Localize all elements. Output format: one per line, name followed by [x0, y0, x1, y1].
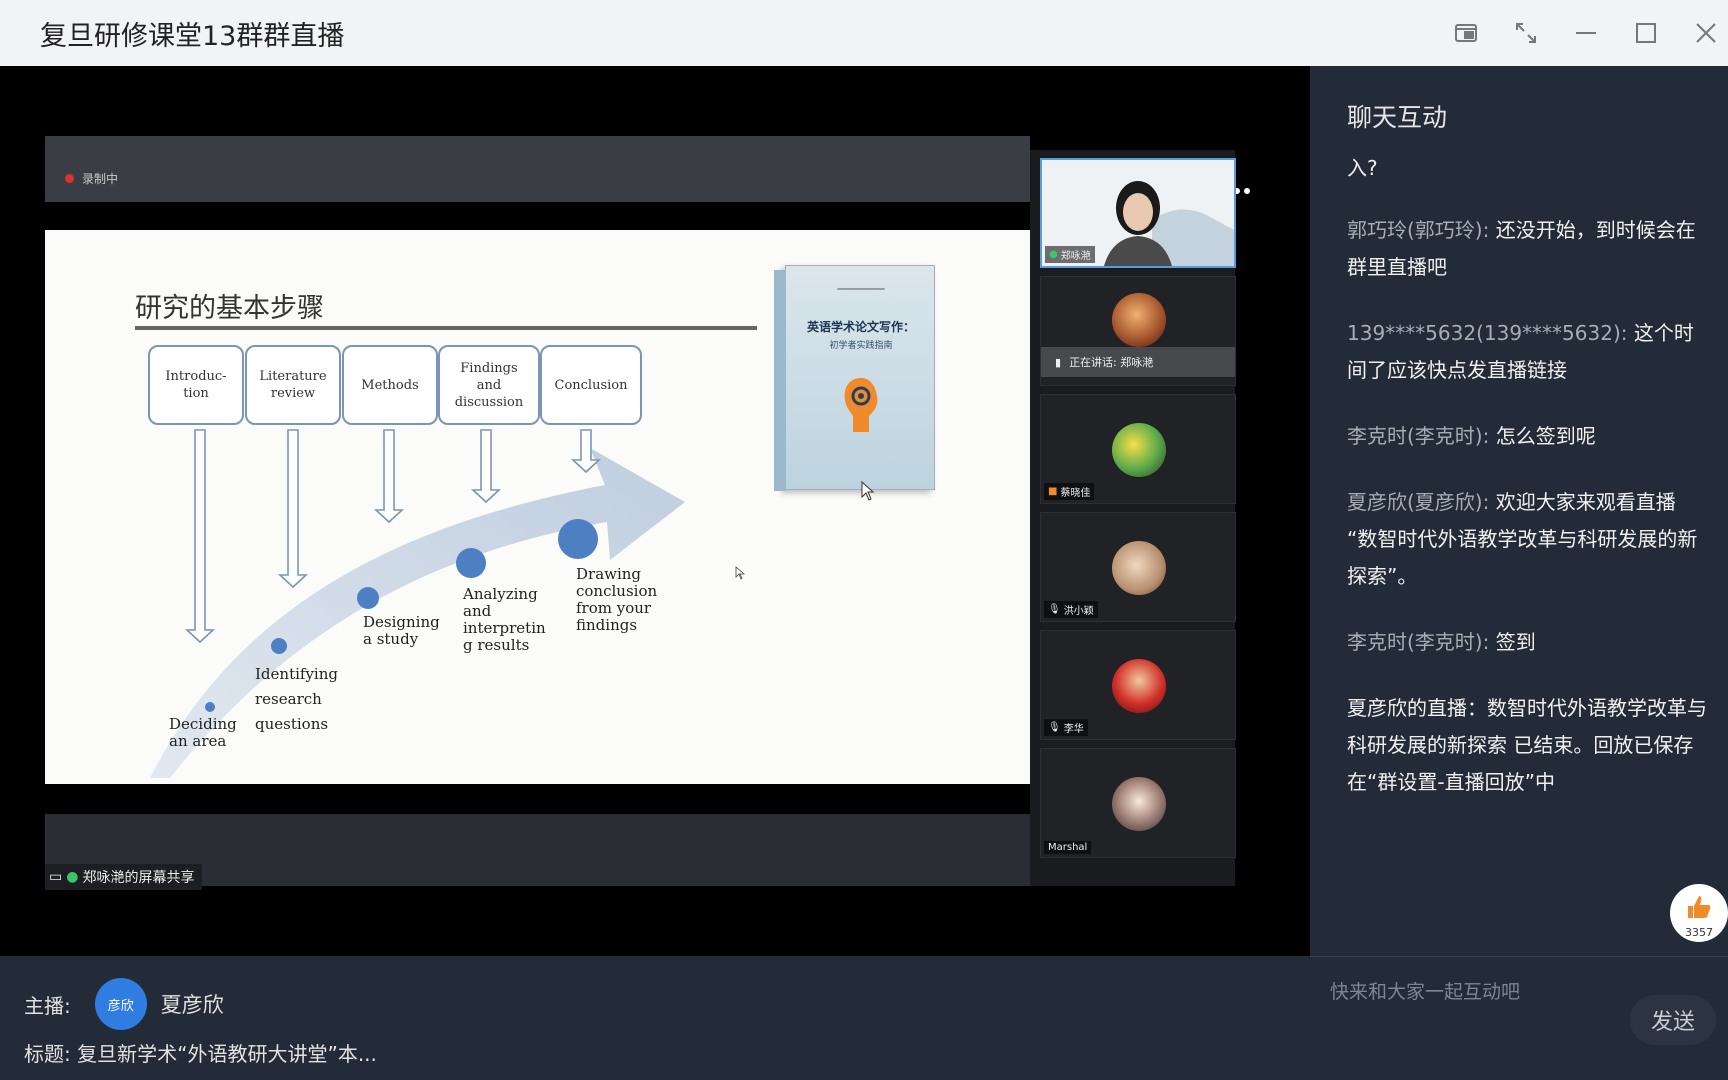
participant-tile[interactable]: Marshal: [1040, 748, 1236, 858]
mic-on-icon: ●: [1049, 249, 1058, 260]
participant-tile[interactable]: ●郑咏滟: [1040, 158, 1236, 268]
system-message: 夏彦欣的直播：数智时代外语教学改革与科研发展的新探索 已结束。回放已保存在“群设…: [1347, 696, 1707, 794]
window-title: 复旦研修课堂13群群直播: [40, 20, 345, 52]
maximize-icon[interactable]: [1616, 0, 1676, 66]
chat-message: 郭巧玲(郭巧玲): 还没开始，到时候会在群里直播吧: [1347, 218, 1696, 279]
broadcast-info: 主播: 彦欣 夏彦欣 标题: 复旦新学术“外语教研大讲堂”本...: [0, 956, 1310, 1080]
participant-name: ■蔡晓佳: [1044, 483, 1095, 500]
share-top-bar: 录制中: [45, 136, 1030, 202]
avatar: [1112, 777, 1166, 831]
chat-message: 入?: [1347, 156, 1378, 180]
participant-name: 🎙李华: [1044, 719, 1088, 736]
avatar: [1112, 423, 1166, 477]
small-cursor-icon: [735, 566, 745, 580]
step-label-designing: Designing a study: [363, 613, 440, 648]
recording-indicator: 录制中: [65, 170, 118, 187]
send-button[interactable]: 发送: [1630, 995, 1716, 1045]
mouse-cursor-icon: [861, 481, 875, 501]
step-dot-1: [205, 702, 215, 712]
title-bar: 复旦研修课堂13群群直播: [0, 0, 1728, 66]
step-arrow-3: [373, 429, 405, 524]
participant-tile[interactable]: ▮正在讲话: 郑咏滟: [1040, 276, 1236, 386]
step-dot-3: [357, 587, 379, 609]
window-controls: [1436, 0, 1728, 66]
avatar: [1112, 659, 1166, 713]
step-arrow-5: [570, 429, 602, 474]
user-icon: ■: [1048, 486, 1058, 497]
step-box-literature-review: Literature review: [245, 345, 341, 425]
avatar: [1112, 541, 1166, 595]
step-label-drawing: Drawing conclusion from your findings: [576, 565, 658, 634]
avatar: [1112, 293, 1166, 347]
book-cover: ━━━━━━━━━━━━━ 英语学术论文写作： 初学者实践指南: [774, 265, 935, 491]
step-dot-4: [456, 548, 486, 578]
thumbs-up-icon: [1688, 896, 1711, 918]
step-arrow-1: [184, 429, 216, 644]
screen-share: 录制中 研究的基本步骤: [45, 136, 1030, 890]
book-head-icon: [844, 378, 878, 432]
step-dot-5: [558, 519, 598, 559]
fullscreen-icon[interactable]: [1496, 0, 1556, 66]
close-icon[interactable]: [1676, 0, 1728, 66]
step-arrow-2: [277, 429, 309, 589]
chat-message-list[interactable]: 入? 郭巧玲(郭巧玲): 还没开始，到时候会在群里直播吧 139****5632…: [1347, 150, 1707, 830]
pip-icon[interactable]: [1436, 0, 1496, 66]
recording-dot-icon: [65, 174, 74, 183]
progress-sweep-arrow: [150, 448, 685, 778]
step-label-identifying: Identifying research questions: [255, 665, 338, 733]
chat-message: 夏彦欣(夏彦欣): 欢迎大家来观看直播 “数智时代外语教学改革与科研发展的新探索…: [1347, 490, 1698, 588]
chat-input-area: 发送: [1310, 956, 1728, 1080]
book-subtitle: 初学者实践指南: [829, 341, 893, 351]
step-label-analyzing: Analyzing and interpretin g results: [463, 585, 546, 654]
chat-message: 李克时(李克时): 签到: [1347, 630, 1536, 654]
participant-tile[interactable]: ■蔡晓佳: [1040, 394, 1236, 504]
participant-name: 🎙洪小颖: [1044, 601, 1098, 618]
book-title: 英语学术论文写作：: [806, 320, 915, 334]
recording-label: 录制中: [82, 172, 119, 186]
step-box-findings: Findings and discussion: [438, 345, 540, 425]
screen-icon: ▭: [49, 869, 63, 885]
step-arrow-4: [470, 429, 502, 504]
slide-title: 研究的基本步骤: [135, 293, 324, 324]
step-box-conclusion: Conclusion: [540, 345, 642, 425]
participant-name: Marshal: [1044, 841, 1092, 854]
mic-icon: ▮: [1055, 355, 1062, 369]
host-row: 主播: 彦欣 夏彦欣: [24, 978, 224, 1030]
like-button[interactable]: 3357: [1670, 884, 1728, 942]
step-dot-2: [271, 638, 287, 654]
broadcast-title: 标题: 复旦新学术“外语教研大讲堂”本...: [24, 1042, 377, 1066]
like-count: 3357: [1685, 926, 1713, 939]
chat-input[interactable]: [1330, 975, 1610, 1009]
participant-strip: ●郑咏滟 ▮正在讲话: 郑咏滟 ■蔡晓佳 🎙洪小颖 🎙李华 Marshal: [1030, 150, 1236, 886]
step-box-introduction: Introduc- tion: [148, 345, 244, 425]
chat-message: 139****5632(139****5632): 这个时间了应该快点发直播链接: [1347, 321, 1694, 382]
chat-header: 聊天互动: [1347, 103, 1448, 132]
host-label: 主播:: [24, 993, 71, 1018]
research-flow-diagram: [150, 429, 685, 778]
host-name: 夏彦欣: [160, 993, 224, 1017]
chat-panel: 聊天互动 入? 郭巧玲(郭巧玲): 还没开始，到时候会在群里直播吧 139***…: [1310, 66, 1728, 956]
step-box-methods: Methods: [342, 345, 438, 425]
presentation-slide: 研究的基本步骤: [45, 230, 1030, 784]
video-stage: 录制中 研究的基本步骤: [0, 66, 1310, 956]
chat-message: 李克时(李克时): 怎么签到呢: [1347, 424, 1596, 448]
participant-tile[interactable]: 🎙李华: [1040, 630, 1236, 740]
mic-off-icon: 🎙: [1048, 604, 1061, 615]
participant-name: ●郑咏滟: [1045, 246, 1095, 263]
slide-title-rule: [135, 326, 757, 330]
minimize-icon[interactable]: [1556, 0, 1616, 66]
host-avatar[interactable]: 彦欣: [94, 978, 147, 1030]
screen-share-label: ▭ ● 郑咏滟的屏幕共享: [45, 864, 203, 890]
speaking-indicator: ▮正在讲话: 郑咏滟: [1041, 347, 1235, 377]
step-label-deciding: Deciding an area: [169, 715, 237, 750]
mic-off-icon: 🎙: [1048, 722, 1061, 733]
participant-tile[interactable]: 🎙洪小颖: [1040, 512, 1236, 622]
mic-icon: ●: [66, 869, 79, 885]
